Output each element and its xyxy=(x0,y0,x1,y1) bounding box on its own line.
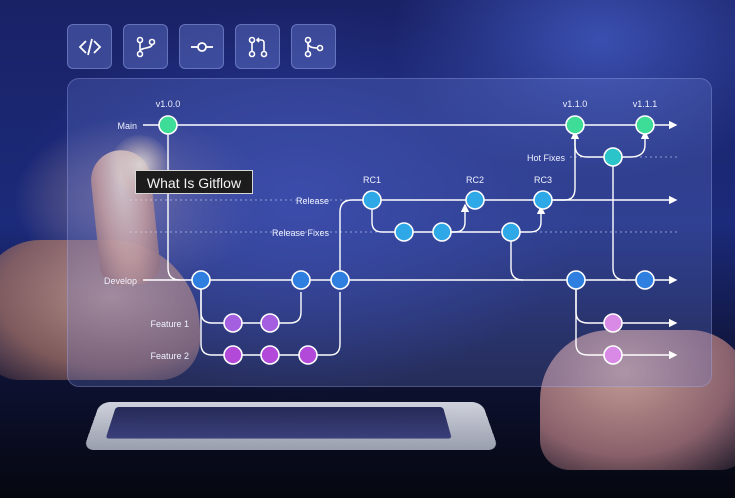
lane-label-feature-1: Feature 1 xyxy=(150,319,189,329)
tag-v111: v1.1.1 xyxy=(633,99,658,109)
pull-request-button[interactable] xyxy=(235,24,280,69)
develop-commit[interactable] xyxy=(330,270,350,290)
pull-request-icon xyxy=(248,36,267,57)
tooltip-what-is-gitflow: What Is Gitflow xyxy=(135,170,253,194)
toolbar xyxy=(67,24,336,69)
code-button[interactable] xyxy=(67,24,112,69)
release-commit-rc3[interactable] xyxy=(533,190,553,210)
feature2-commit[interactable] xyxy=(223,345,243,365)
tag-rc3: RC3 xyxy=(534,175,552,185)
feature1-commit[interactable] xyxy=(223,313,243,333)
main-commit-v111[interactable] xyxy=(635,115,655,135)
tag-rc2: RC2 xyxy=(466,175,484,185)
lane-label-feature-2: Feature 2 xyxy=(150,351,189,361)
branch-button[interactable] xyxy=(123,24,168,69)
lane-label-release: Release xyxy=(296,196,329,206)
branch-icon xyxy=(136,36,155,57)
feature-commits xyxy=(223,313,623,365)
release-commit-rc2[interactable] xyxy=(465,190,485,210)
develop-commit[interactable] xyxy=(191,270,211,290)
feature1-commit[interactable] xyxy=(260,313,280,333)
new-feature-commit[interactable] xyxy=(603,313,623,333)
merge-button[interactable] xyxy=(291,24,336,69)
lane-label-main: Main xyxy=(117,121,137,131)
code-icon xyxy=(78,38,101,55)
release-fix-commit[interactable] xyxy=(432,222,452,242)
main-commits xyxy=(158,115,655,135)
feature2-commit[interactable] xyxy=(298,345,318,365)
lane-label-develop: Develop xyxy=(104,276,137,286)
develop-commit[interactable] xyxy=(566,270,586,290)
hotfix-commit[interactable] xyxy=(603,147,623,167)
release-fix-commit[interactable] xyxy=(394,222,414,242)
branch-lines xyxy=(143,120,678,360)
tag-v110: v1.1.0 xyxy=(563,99,588,109)
release-fix-commit[interactable] xyxy=(501,222,521,242)
main-commit-v110[interactable] xyxy=(565,115,585,135)
lane-label-hot-fixes: Hot Fixes xyxy=(527,153,566,163)
release-commit-rc1[interactable] xyxy=(362,190,382,210)
develop-commit[interactable] xyxy=(635,270,655,290)
main-commit-v100[interactable] xyxy=(158,115,178,135)
feature2-commit[interactable] xyxy=(260,345,280,365)
commit-button[interactable] xyxy=(179,24,224,69)
develop-commits xyxy=(191,270,655,290)
release-commits xyxy=(362,190,553,242)
tag-v100: v1.0.0 xyxy=(156,99,181,109)
merge-icon xyxy=(304,36,323,57)
right-hand xyxy=(540,330,735,470)
new-feature-commit[interactable] xyxy=(603,345,623,365)
commit-icon xyxy=(190,41,213,52)
develop-commit[interactable] xyxy=(291,270,311,290)
lane-label-release-fixes: Release Fixes xyxy=(272,228,330,238)
tag-rc1: RC1 xyxy=(363,175,381,185)
